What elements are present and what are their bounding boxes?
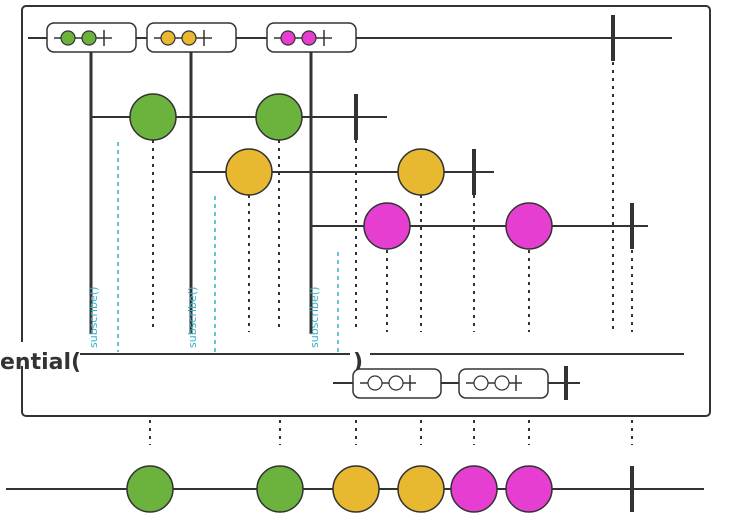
output-marble-2	[256, 465, 304, 513]
inner-1-marble-1	[129, 93, 177, 141]
subscribe-label-3: subscribe()	[308, 287, 321, 348]
inner-2-marble-1	[225, 148, 273, 196]
operator-name: ential(	[0, 350, 81, 375]
source-box-magenta	[266, 22, 357, 53]
subscribe-markers	[117, 142, 339, 352]
subscribe-label-2: subscribe()	[186, 287, 199, 348]
argument-box-2	[458, 368, 549, 399]
output-connectors	[149, 420, 633, 445]
source-box-green	[46, 22, 137, 53]
output-marble-4	[397, 465, 445, 513]
operator-closing-paren: )	[353, 350, 363, 375]
inner-3-marble-1	[363, 202, 411, 250]
output-marble-1	[126, 465, 174, 513]
subscribe-label-1: subscribe()	[87, 287, 100, 348]
operator-paren-bg	[350, 342, 370, 366]
output-marble-6	[505, 465, 553, 513]
output-marble-5	[450, 465, 498, 513]
inner-2-marble-2	[397, 148, 445, 196]
source-box-yellow	[146, 22, 237, 53]
inner-3-marble-2	[505, 202, 553, 250]
output-marble-3	[332, 465, 380, 513]
argument-box-1	[352, 368, 442, 399]
inner-1-marble-2	[255, 93, 303, 141]
operator-box	[21, 5, 711, 417]
operator-label-bg	[0, 342, 80, 366]
